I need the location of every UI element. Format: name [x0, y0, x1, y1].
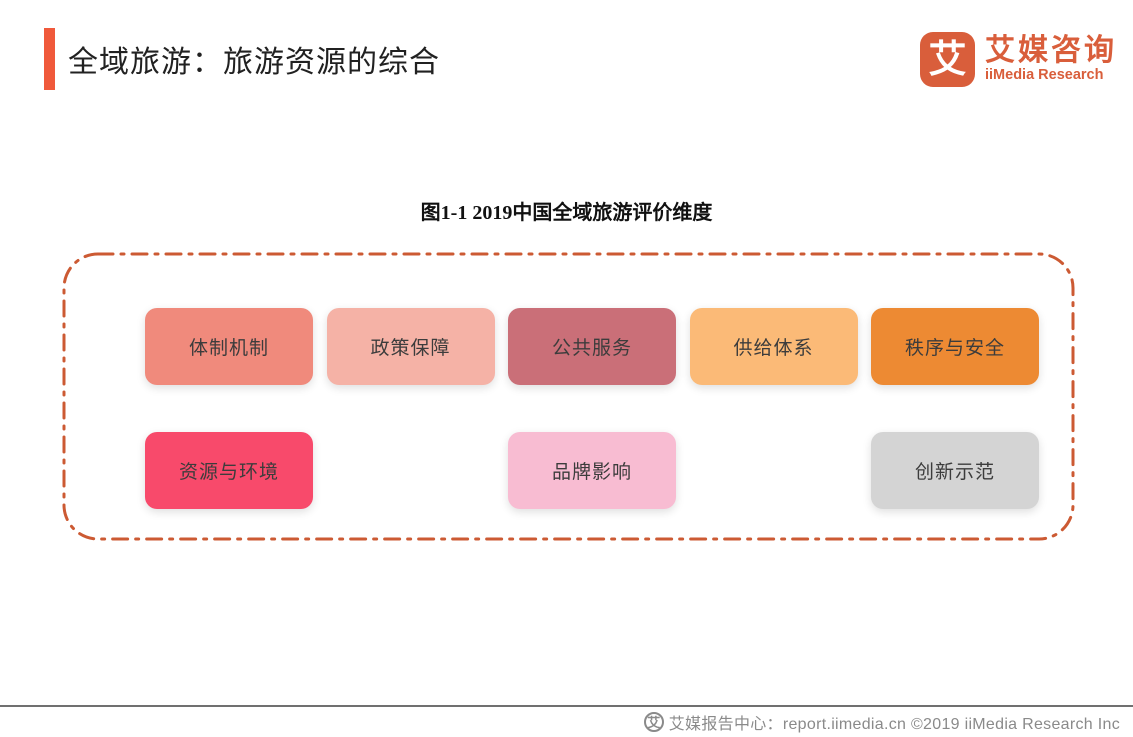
iimedia-logo-icon: 艾	[920, 32, 975, 87]
figure-caption: 图1-1 2019中国全域旅游评价维度	[420, 202, 713, 224]
dimension-box: 品牌影响	[508, 432, 676, 509]
dimension-box-label: 供给体系	[733, 338, 814, 359]
dimension-box: 政策保障	[326, 308, 495, 385]
footer-text: 艾媒报告中心：report.iimedia.cn ©2019 iiMedia R…	[668, 716, 1120, 733]
dimension-box: 公共服务	[508, 308, 676, 385]
dimension-box-label: 公共服务	[551, 338, 632, 359]
dimension-box-label: 秩序与安全	[904, 338, 1005, 359]
logo-text: 艾媒咨询 iiMedia Research	[985, 34, 1117, 84]
iimedia-badge-icon: 艾	[643, 712, 664, 732]
dimension-box: 创新示范	[871, 432, 1039, 509]
dimension-box-label: 政策保障	[370, 338, 451, 359]
dashed-border	[62, 252, 1075, 541]
dimension-box: 秩序与安全	[871, 308, 1039, 385]
evaluation-dimensions-diagram: 体制机制 政策保障 公共服务 供给体系 秩序与安全 资源与环境 品牌影响 创新示…	[62, 252, 1075, 541]
footer: 艾 艾媒报告中心：report.iimedia.cn ©2019 iiMedia…	[643, 710, 1120, 734]
dimension-box-label: 体制机制	[188, 338, 269, 359]
dimension-box-label: 资源与环境	[178, 462, 279, 483]
footer-divider	[0, 705, 1133, 707]
logo-name-cn: 艾媒咨询	[985, 34, 1117, 68]
dimension-box-label: 品牌影响	[551, 462, 632, 483]
logo-name-en: iiMedia Research	[985, 67, 1104, 84]
iimedia-logo: 艾 艾媒咨询 iiMedia Research	[920, 32, 1117, 87]
dimension-grid: 体制机制 政策保障 公共服务 供给体系 秩序与安全 资源与环境 品牌影响 创新示…	[145, 308, 1039, 509]
dimension-box: 体制机制	[145, 308, 313, 385]
title-accent-bar	[44, 28, 55, 90]
page-title: 全域旅游：旅游资源的综合	[68, 46, 440, 79]
dimension-box: 资源与环境	[145, 432, 313, 509]
dimension-box: 供给体系	[689, 308, 858, 385]
dimension-box-label: 创新示范	[914, 462, 995, 483]
